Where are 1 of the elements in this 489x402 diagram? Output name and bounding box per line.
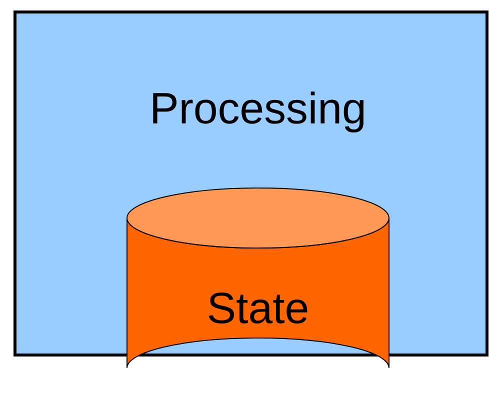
storage-cylinder: State (126, 188, 390, 368)
